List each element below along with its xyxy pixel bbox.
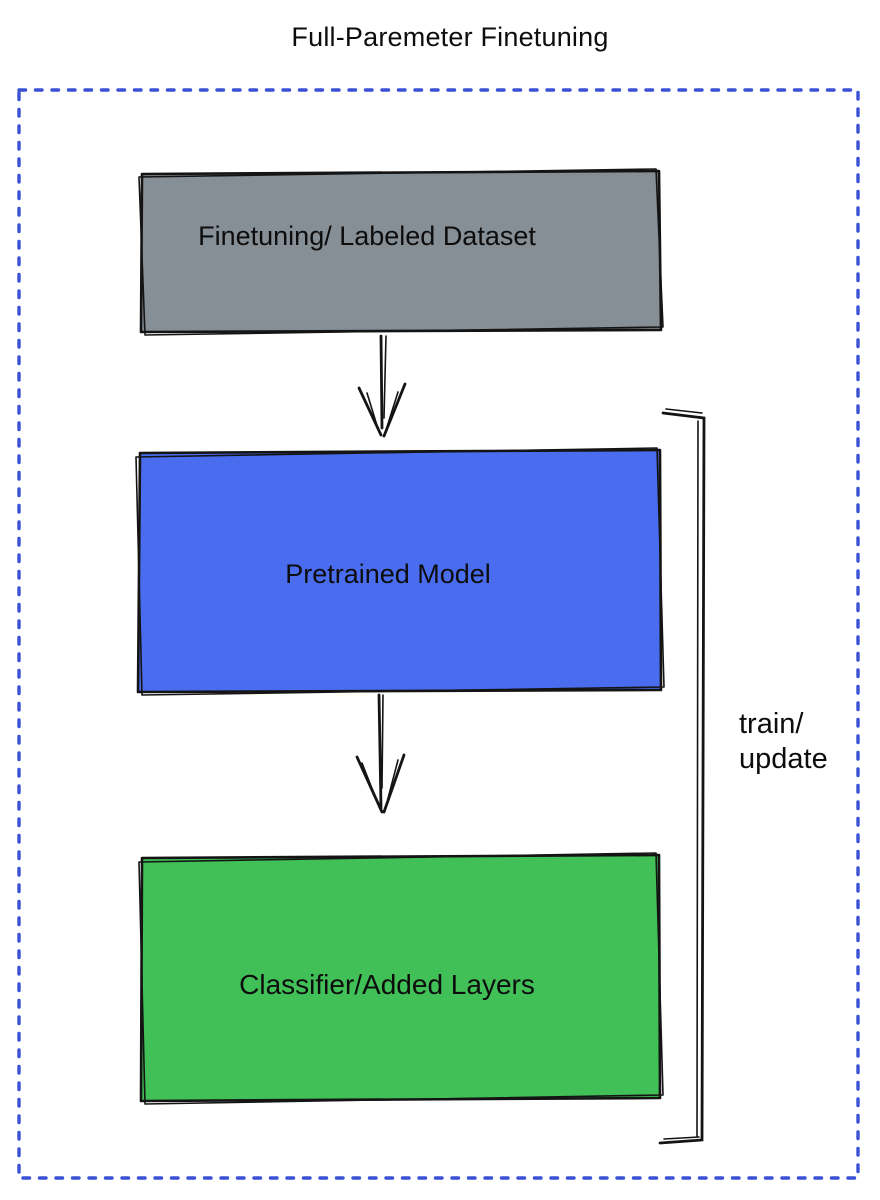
dataset-label: Finetuning/ Labeled Dataset: [198, 221, 536, 251]
classifier-label: Classifier/Added Layers: [239, 969, 535, 1000]
arrow-dataset-to-pretrained: [357, 334, 407, 438]
pretrained-box: Pretrained Model: [135, 447, 665, 696]
classifier-box-sketch-stroke: [138, 852, 664, 1105]
train-update-label-line2: update: [739, 743, 828, 775]
pretrained-label: Pretrained Model: [285, 559, 491, 589]
classifier-box: Classifier/Added Layers: [138, 852, 664, 1105]
diagram-title: Full-Paremeter Finetuning: [291, 22, 608, 52]
dataset-box-sketch-stroke: [138, 168, 664, 336]
train-update-bracket: [658, 408, 706, 1145]
train-update-label: train/ update: [739, 708, 828, 775]
arrow-pretrained-to-classifier: [355, 693, 406, 814]
pretrained-box-sketch-stroke: [135, 447, 665, 696]
train-update-label-line1: train/: [739, 708, 804, 740]
dataset-box-fill: [139, 169, 663, 334]
dataset-box: Finetuning/ Labeled Dataset: [138, 168, 664, 336]
outer-dotted-border: [17, 88, 860, 1180]
